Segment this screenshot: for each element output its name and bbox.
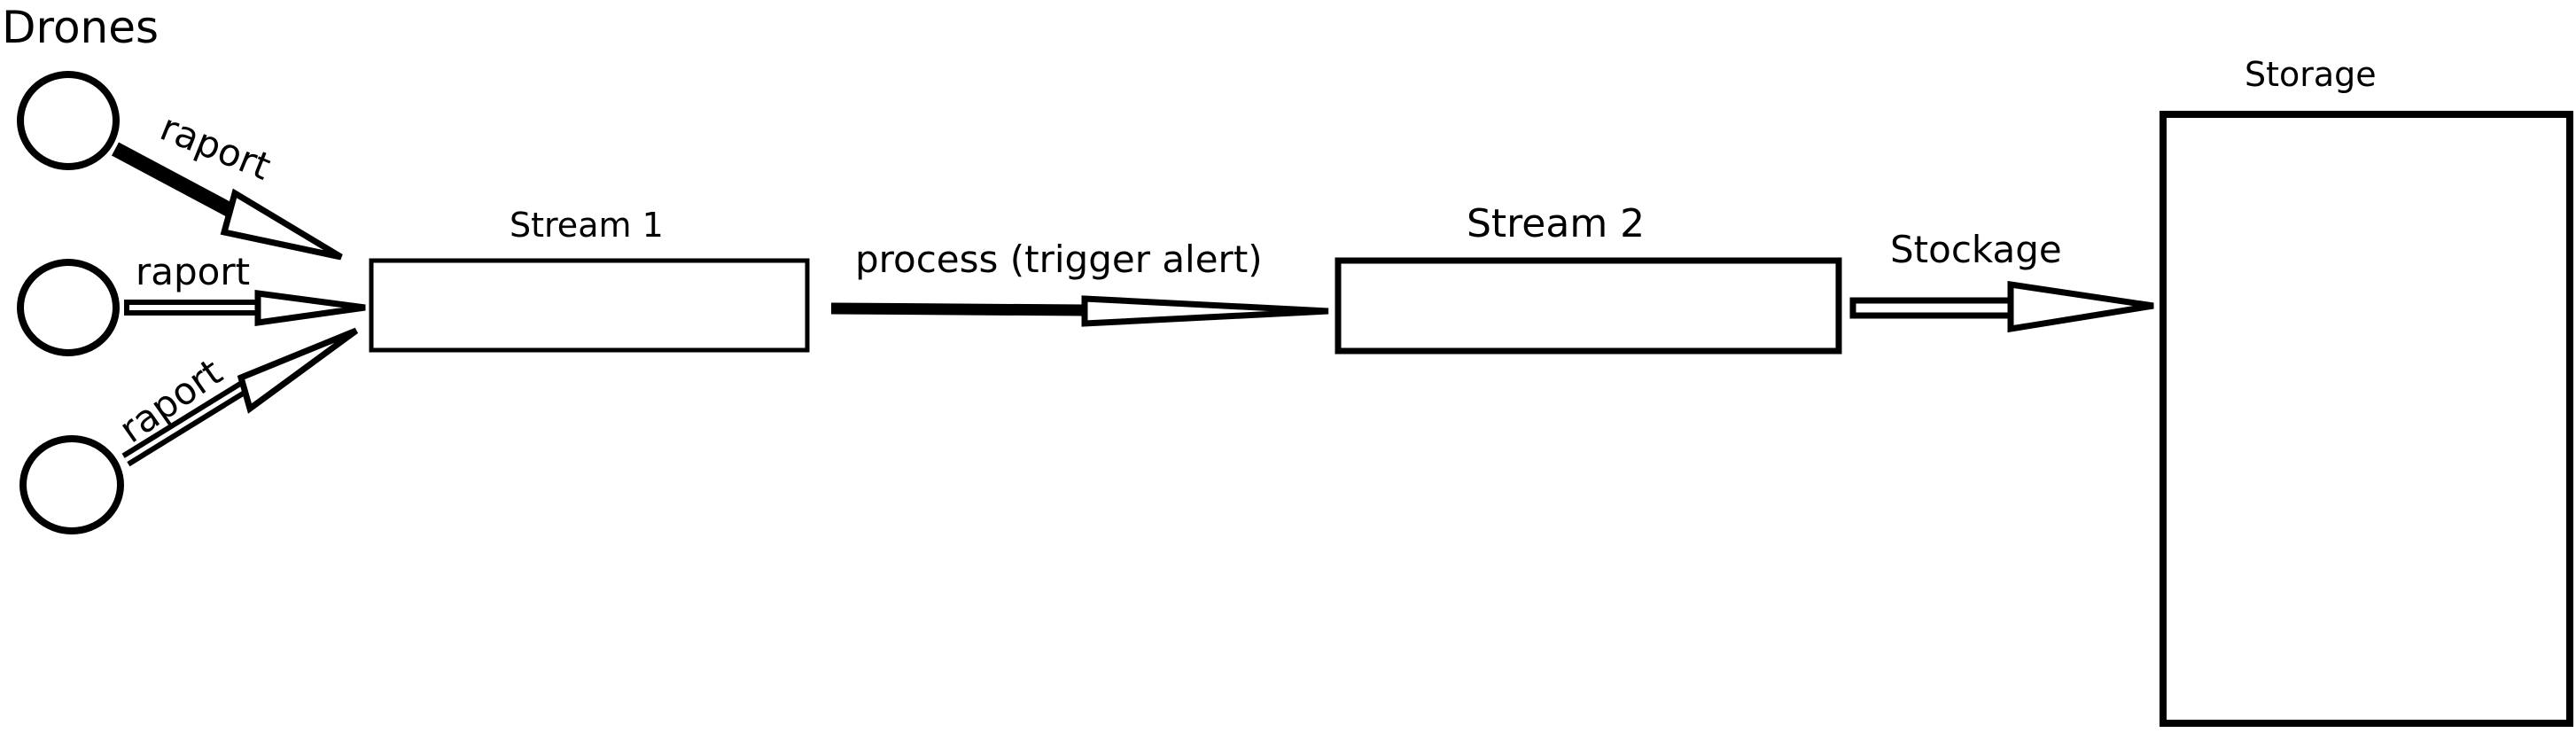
arrow-stream1-to-stream2 [830, 295, 1329, 327]
storage-label: Storage [2245, 55, 2377, 94]
arrow-drone-top-to-stream1 [112, 142, 343, 261]
stream2-box [1335, 257, 1842, 355]
stream2-label: Stream 2 [1467, 201, 1645, 246]
arrow-stream2-to-storage [1849, 280, 2154, 333]
arrow-drone-middle-to-stream1 [124, 290, 366, 327]
storage-box [2160, 111, 2573, 727]
process-label: process (trigger alert) [855, 238, 1263, 281]
stream1-label: Stream 1 [510, 206, 664, 245]
drone-node-top [17, 71, 120, 170]
arrow-drone-bottom-to-stream1 [121, 327, 359, 467]
drone-node-middle [17, 259, 120, 356]
stockage-label: Stockage [1890, 228, 2062, 271]
drone-nodes [17, 71, 124, 534]
stream1-box [369, 258, 810, 353]
drone-node-bottom [19, 435, 124, 534]
drones-title: Drones [2, 2, 159, 53]
raport-label-middle: raport [136, 250, 250, 293]
